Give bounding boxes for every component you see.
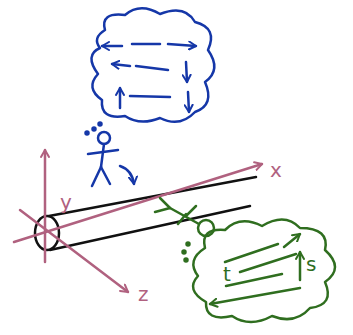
axis-label: z <box>138 284 149 304</box>
green-thought-cloud <box>193 219 335 322</box>
blue-thought-cloud <box>91 8 214 122</box>
axis-label: x <box>270 160 282 180</box>
blue-figure <box>86 123 135 187</box>
green-figure <box>155 198 214 262</box>
axes <box>14 150 262 292</box>
arrow-label: s <box>306 254 316 274</box>
arrow-label: t <box>223 264 231 284</box>
cylinder <box>35 177 256 250</box>
axis-label: y <box>60 192 72 212</box>
